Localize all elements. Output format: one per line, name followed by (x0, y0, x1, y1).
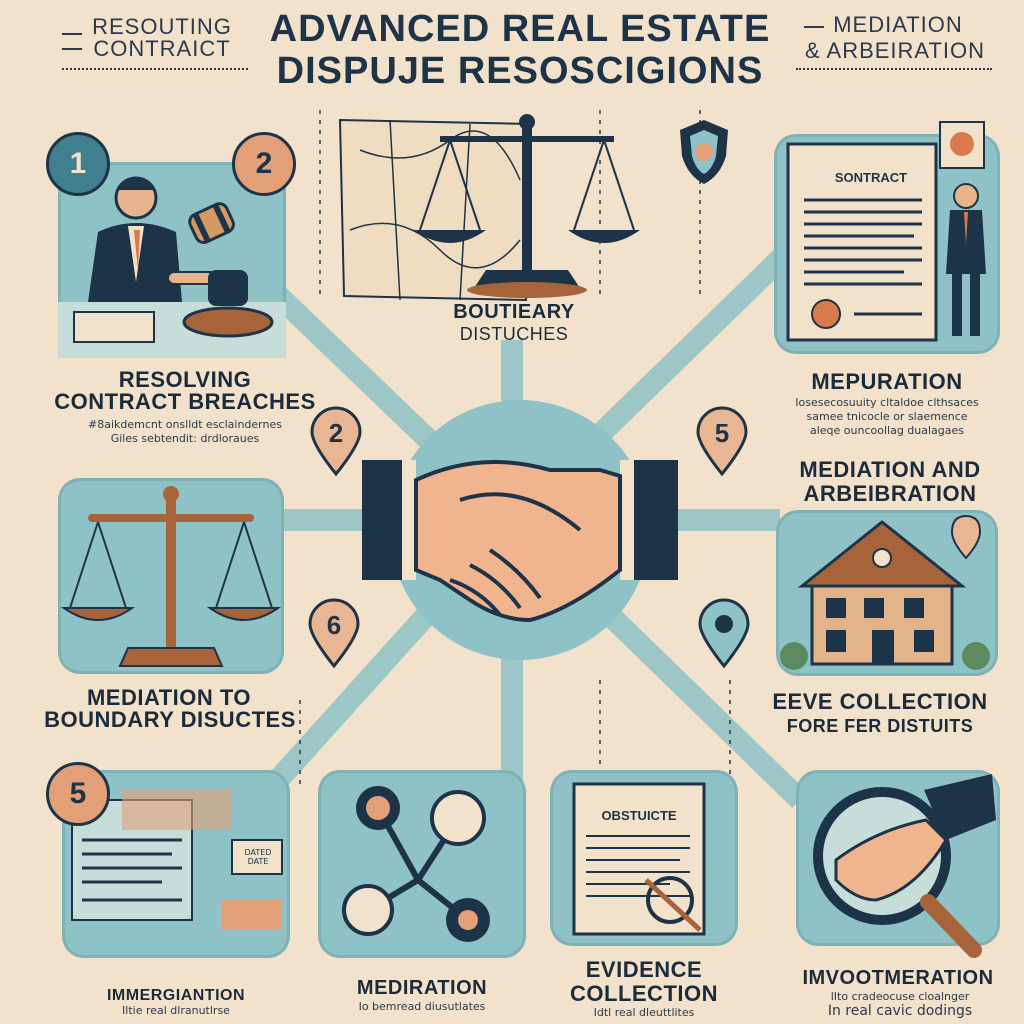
dated-label: DATED DATE (244, 848, 272, 866)
boundary-top-title-2: DISTUCHES (459, 324, 569, 344)
header-left-rule-top (62, 33, 82, 35)
pin-lock-icon (698, 598, 750, 669)
magnifier-handshake-illustration (813, 774, 996, 958)
shield-icon (680, 120, 728, 184)
header-right-line1: MEDIATION (833, 12, 963, 37)
house-illustration (780, 514, 990, 670)
contract-breaches-title-2: CONTRACT BREACHES (54, 389, 316, 414)
boundary-top-title-1: BOUTIEARY (453, 301, 575, 323)
mediation-boundary-title-2: BOUNDARY DISUCTES (44, 707, 296, 732)
handshake-illustration (362, 400, 678, 660)
pin-5-icon: 5 (696, 406, 748, 477)
scales-of-justice-illustration (60, 486, 282, 667)
gavel-head-icon (188, 202, 235, 245)
evidence-right-title-1: EEVE COLLECTION (772, 689, 988, 714)
bottom-2-title: MEDIRATION (356, 977, 488, 999)
header-left-line1: RESOUTING (92, 14, 232, 39)
bottom-3-sub: Idtl real dleuttlites (593, 1006, 695, 1019)
contract-document-illustration (786, 121, 986, 342)
mediation-arbitration-title-1: MEDIATION AND (799, 457, 981, 482)
bottom-4-sub-2: In real cavic dodings (827, 1003, 973, 1019)
pin-6-icon: 6 (308, 598, 360, 669)
meduration-title: MEPURATION (811, 369, 963, 394)
page-title-line2: DISPUJE RESOSCIGIONS (276, 50, 764, 92)
bottom-2-sub: Io bemread diusutlates (358, 1000, 486, 1013)
badge-1: 1 (46, 132, 110, 196)
bottom-3-title-2: COLLECTION (570, 981, 718, 1006)
bottom-1-title: IMMERGIANTION (106, 987, 246, 1004)
bottom-3-title-1: EVIDENCE (585, 957, 703, 982)
header-left-rule-bottom (62, 48, 82, 50)
contract-doc-label: SONTRACT (834, 170, 908, 185)
badge-2: 2 (232, 132, 296, 196)
obsticte-doc-label: OBSTUICTE (601, 808, 677, 823)
map-scales-illustration (338, 114, 640, 302)
page-title-line1: ADVANCED REAL ESTATE (269, 8, 771, 50)
header-left-line2: CONTRAICT (93, 36, 231, 61)
bottom-4-sub-1: lIto cradeocuse cloalnger (830, 990, 970, 1003)
header-right-rule (804, 26, 824, 28)
contract-breaches-title-1: RESOLVING (118, 367, 252, 392)
bottom-4-title: IMVOOTMERATION (802, 967, 994, 989)
businessman-gavel-illustration (58, 176, 286, 358)
pin-5-number: 5 (715, 418, 729, 448)
mediation-boundary-title-1: MEDIATION TO (86, 685, 252, 710)
bottom-1-sub: Iltie real dlranutlrse (122, 1004, 230, 1017)
header-right-dots (796, 68, 992, 70)
meduration-sub-1: Iosesecosuuity cltaldoe clthsaces (795, 396, 979, 409)
header-right-line2: & ARBEIRATION (804, 38, 986, 63)
badge-5: 5 (46, 762, 110, 826)
evidence-document-illustration (572, 782, 706, 936)
contract-breaches-sub-1: #8aikdemcnt onslldt esclaindernes (88, 418, 282, 431)
mediation-arbitration-title-2: ARBEIBRATION (803, 481, 977, 506)
pin-6-number: 6 (327, 610, 341, 640)
header-left-dots (62, 68, 248, 70)
pin-2-number: 2 (329, 418, 343, 448)
network-illustration (342, 786, 490, 942)
evidence-right-title-2: FORE FER DISTUITS (786, 716, 974, 736)
contract-breaches-sub-2: Giles sebtendit: drdloraues (110, 432, 260, 445)
meduration-sub-2: samee tnicocle or slaemence (806, 410, 968, 423)
meduration-sub-3: aleqe ouncoollag dualagaes (809, 424, 965, 437)
pin-2-icon: 2 (310, 406, 362, 477)
